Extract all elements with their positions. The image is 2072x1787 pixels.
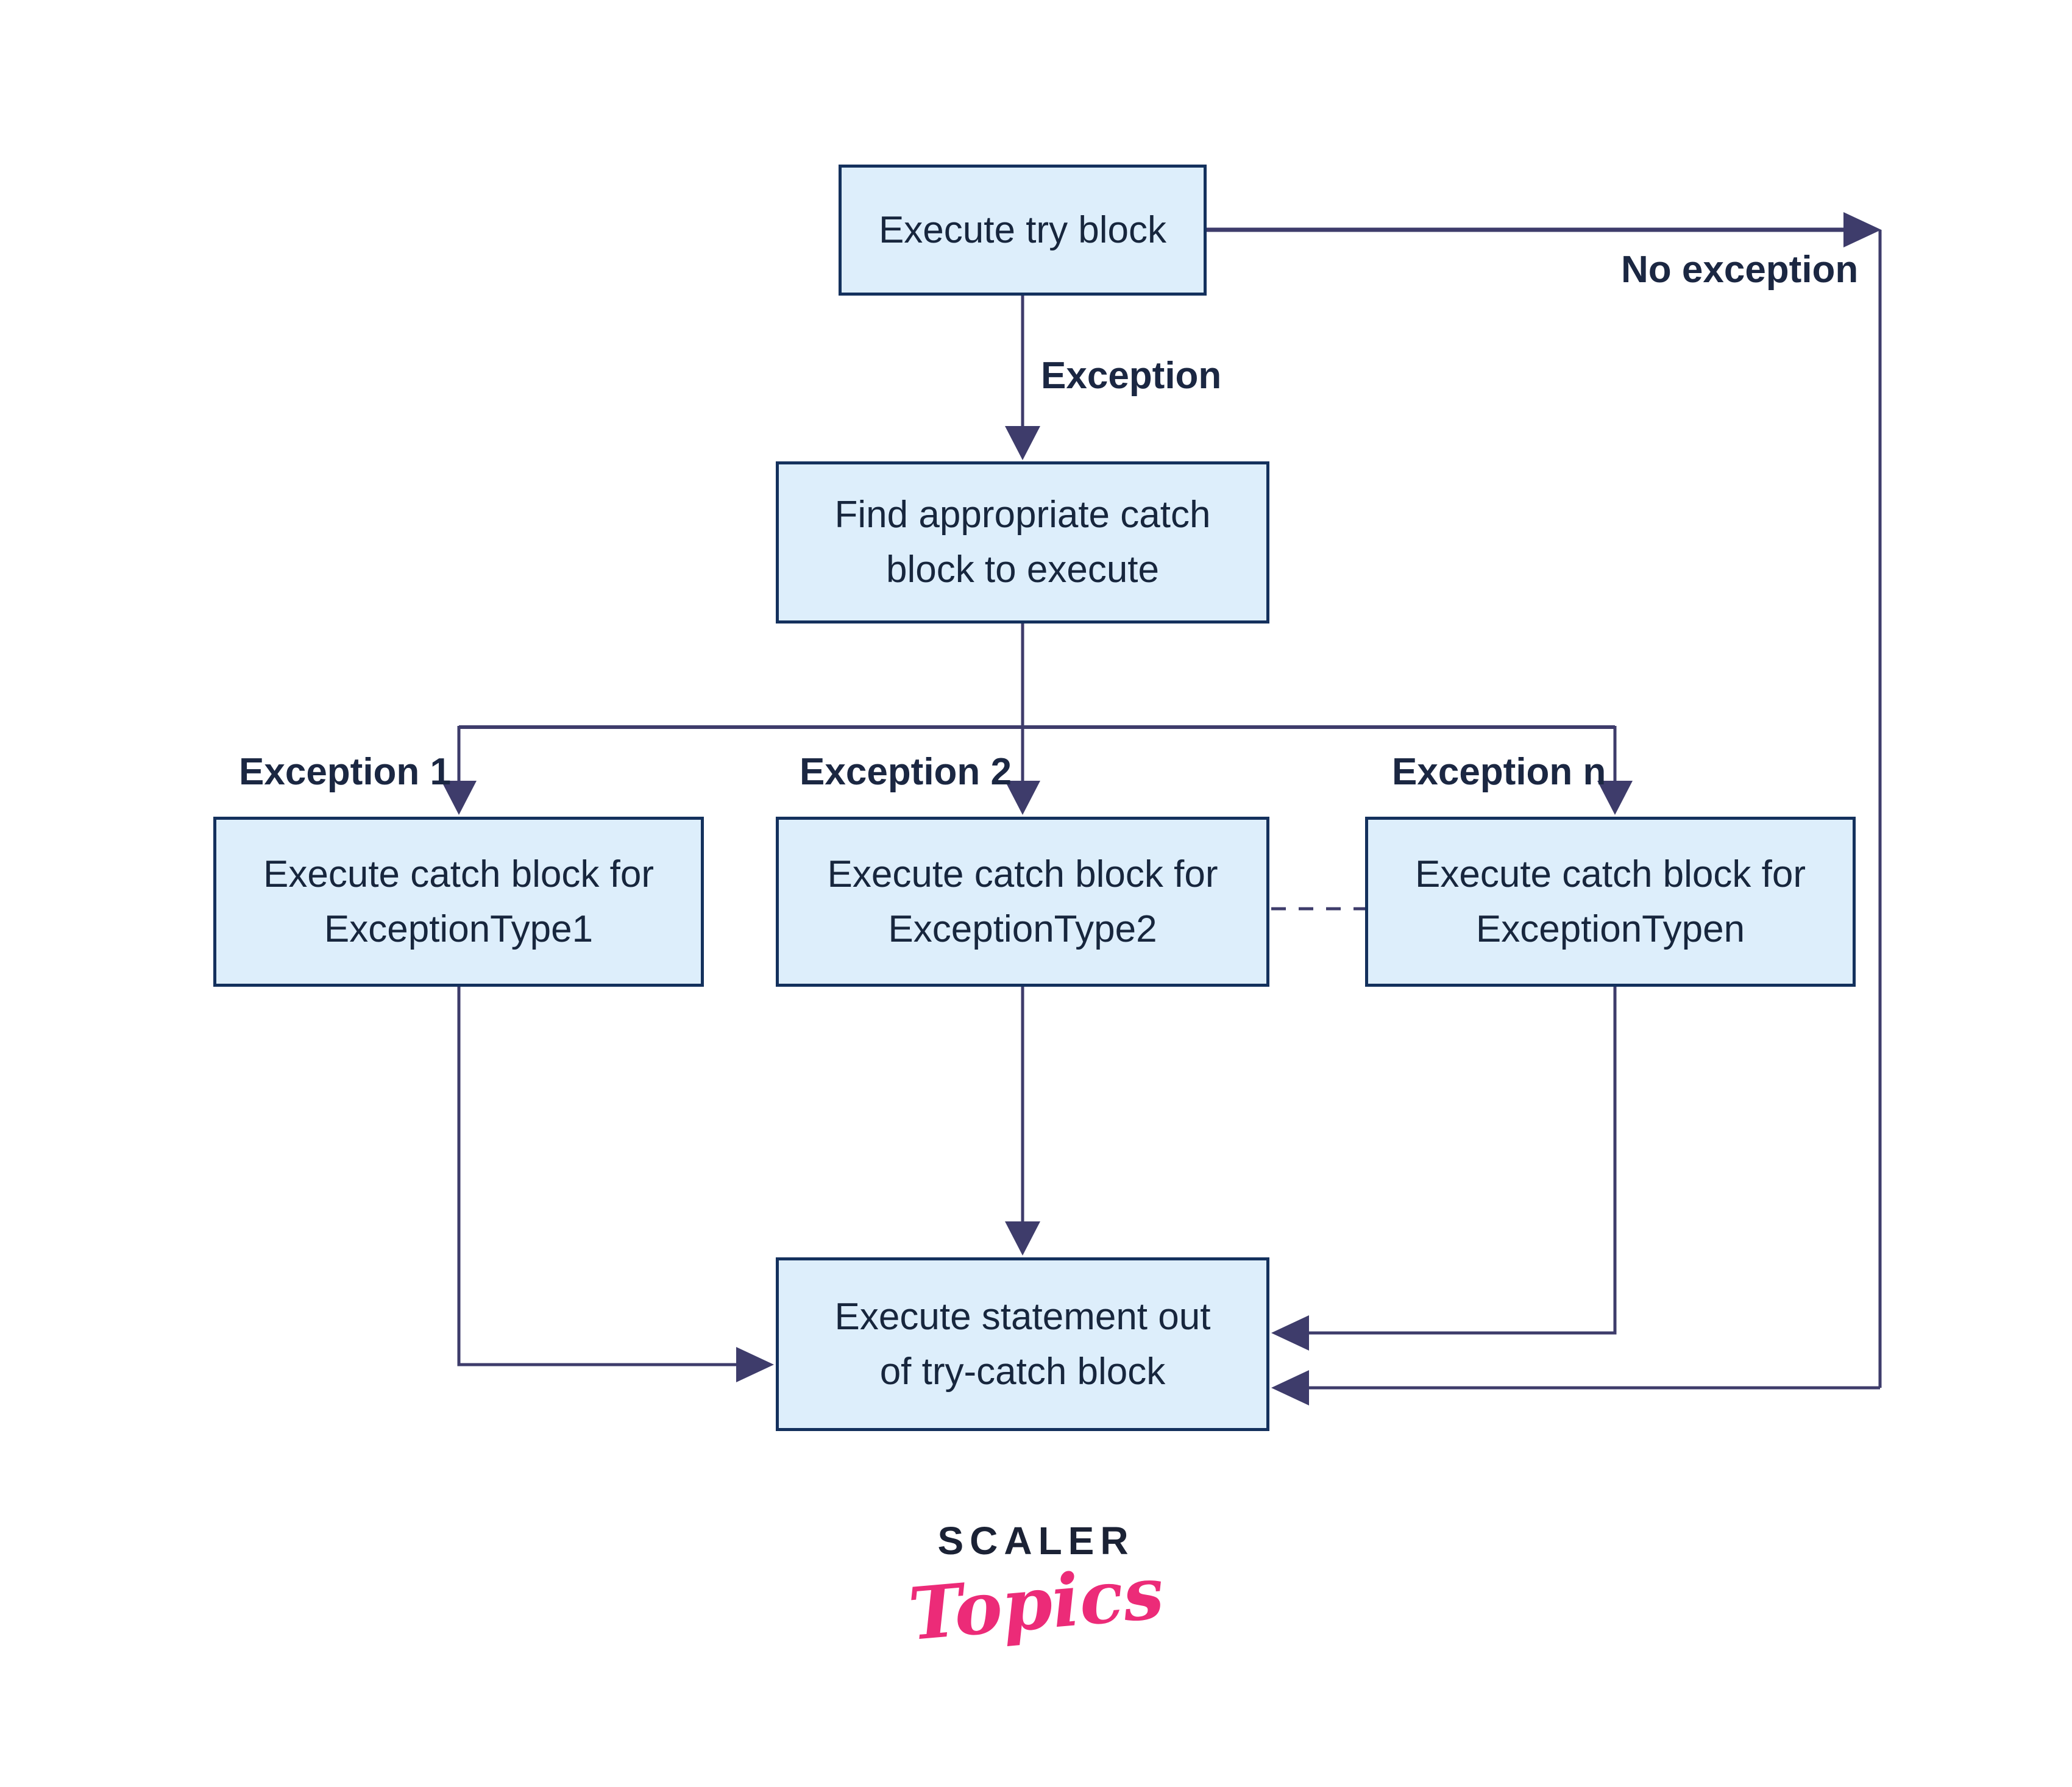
logo-brand-text: SCALER	[937, 1519, 1135, 1563]
edge-label-exception-1: Exception 1	[239, 751, 451, 793]
arrowhead-catchn-into-out	[1271, 1315, 1309, 1351]
arrowhead-no-exception-into-out	[1271, 1370, 1309, 1405]
arrowhead-no-exception-right	[1843, 212, 1881, 247]
node-execute-try-block: Execute try block	[839, 165, 1207, 296]
edge-label-exception: Exception	[1041, 355, 1222, 397]
arrowhead-catch2-into-out	[1005, 1221, 1040, 1256]
arrowhead-exception-down	[1005, 426, 1040, 460]
arrowhead-catch1-into-out	[736, 1347, 774, 1382]
edge-label-exception-2: Exception 2	[800, 751, 1012, 793]
node-catch-exceptiontypen: Execute catch block for ExceptionTypen	[1365, 817, 1856, 987]
edge-catch1-to-out	[457, 987, 738, 1366]
edge-label-exception-n: Exception n	[1392, 751, 1606, 793]
edge-catchn-to-out	[1307, 987, 1617, 1335]
node-catch-exceptiontype1: Execute catch block for ExceptionType1	[213, 817, 704, 987]
node-find-catch-block: Find appropriate catch block to execute	[776, 461, 1269, 623]
arrowhead-exception2	[1005, 781, 1040, 815]
arrowhead-exception1	[441, 781, 477, 815]
scaler-topics-logo: SCALER Topics	[823, 1519, 1249, 1657]
node-execute-statement-out: Execute statement out of try-catch block	[776, 1257, 1269, 1431]
arrowhead-exceptionn	[1597, 781, 1633, 815]
logo-product-text: Topics	[905, 1550, 1167, 1657]
edge-label-no-exception: No exception	[1621, 249, 1859, 291]
node-catch-exceptiontype2: Execute catch block for ExceptionType2	[776, 817, 1269, 987]
